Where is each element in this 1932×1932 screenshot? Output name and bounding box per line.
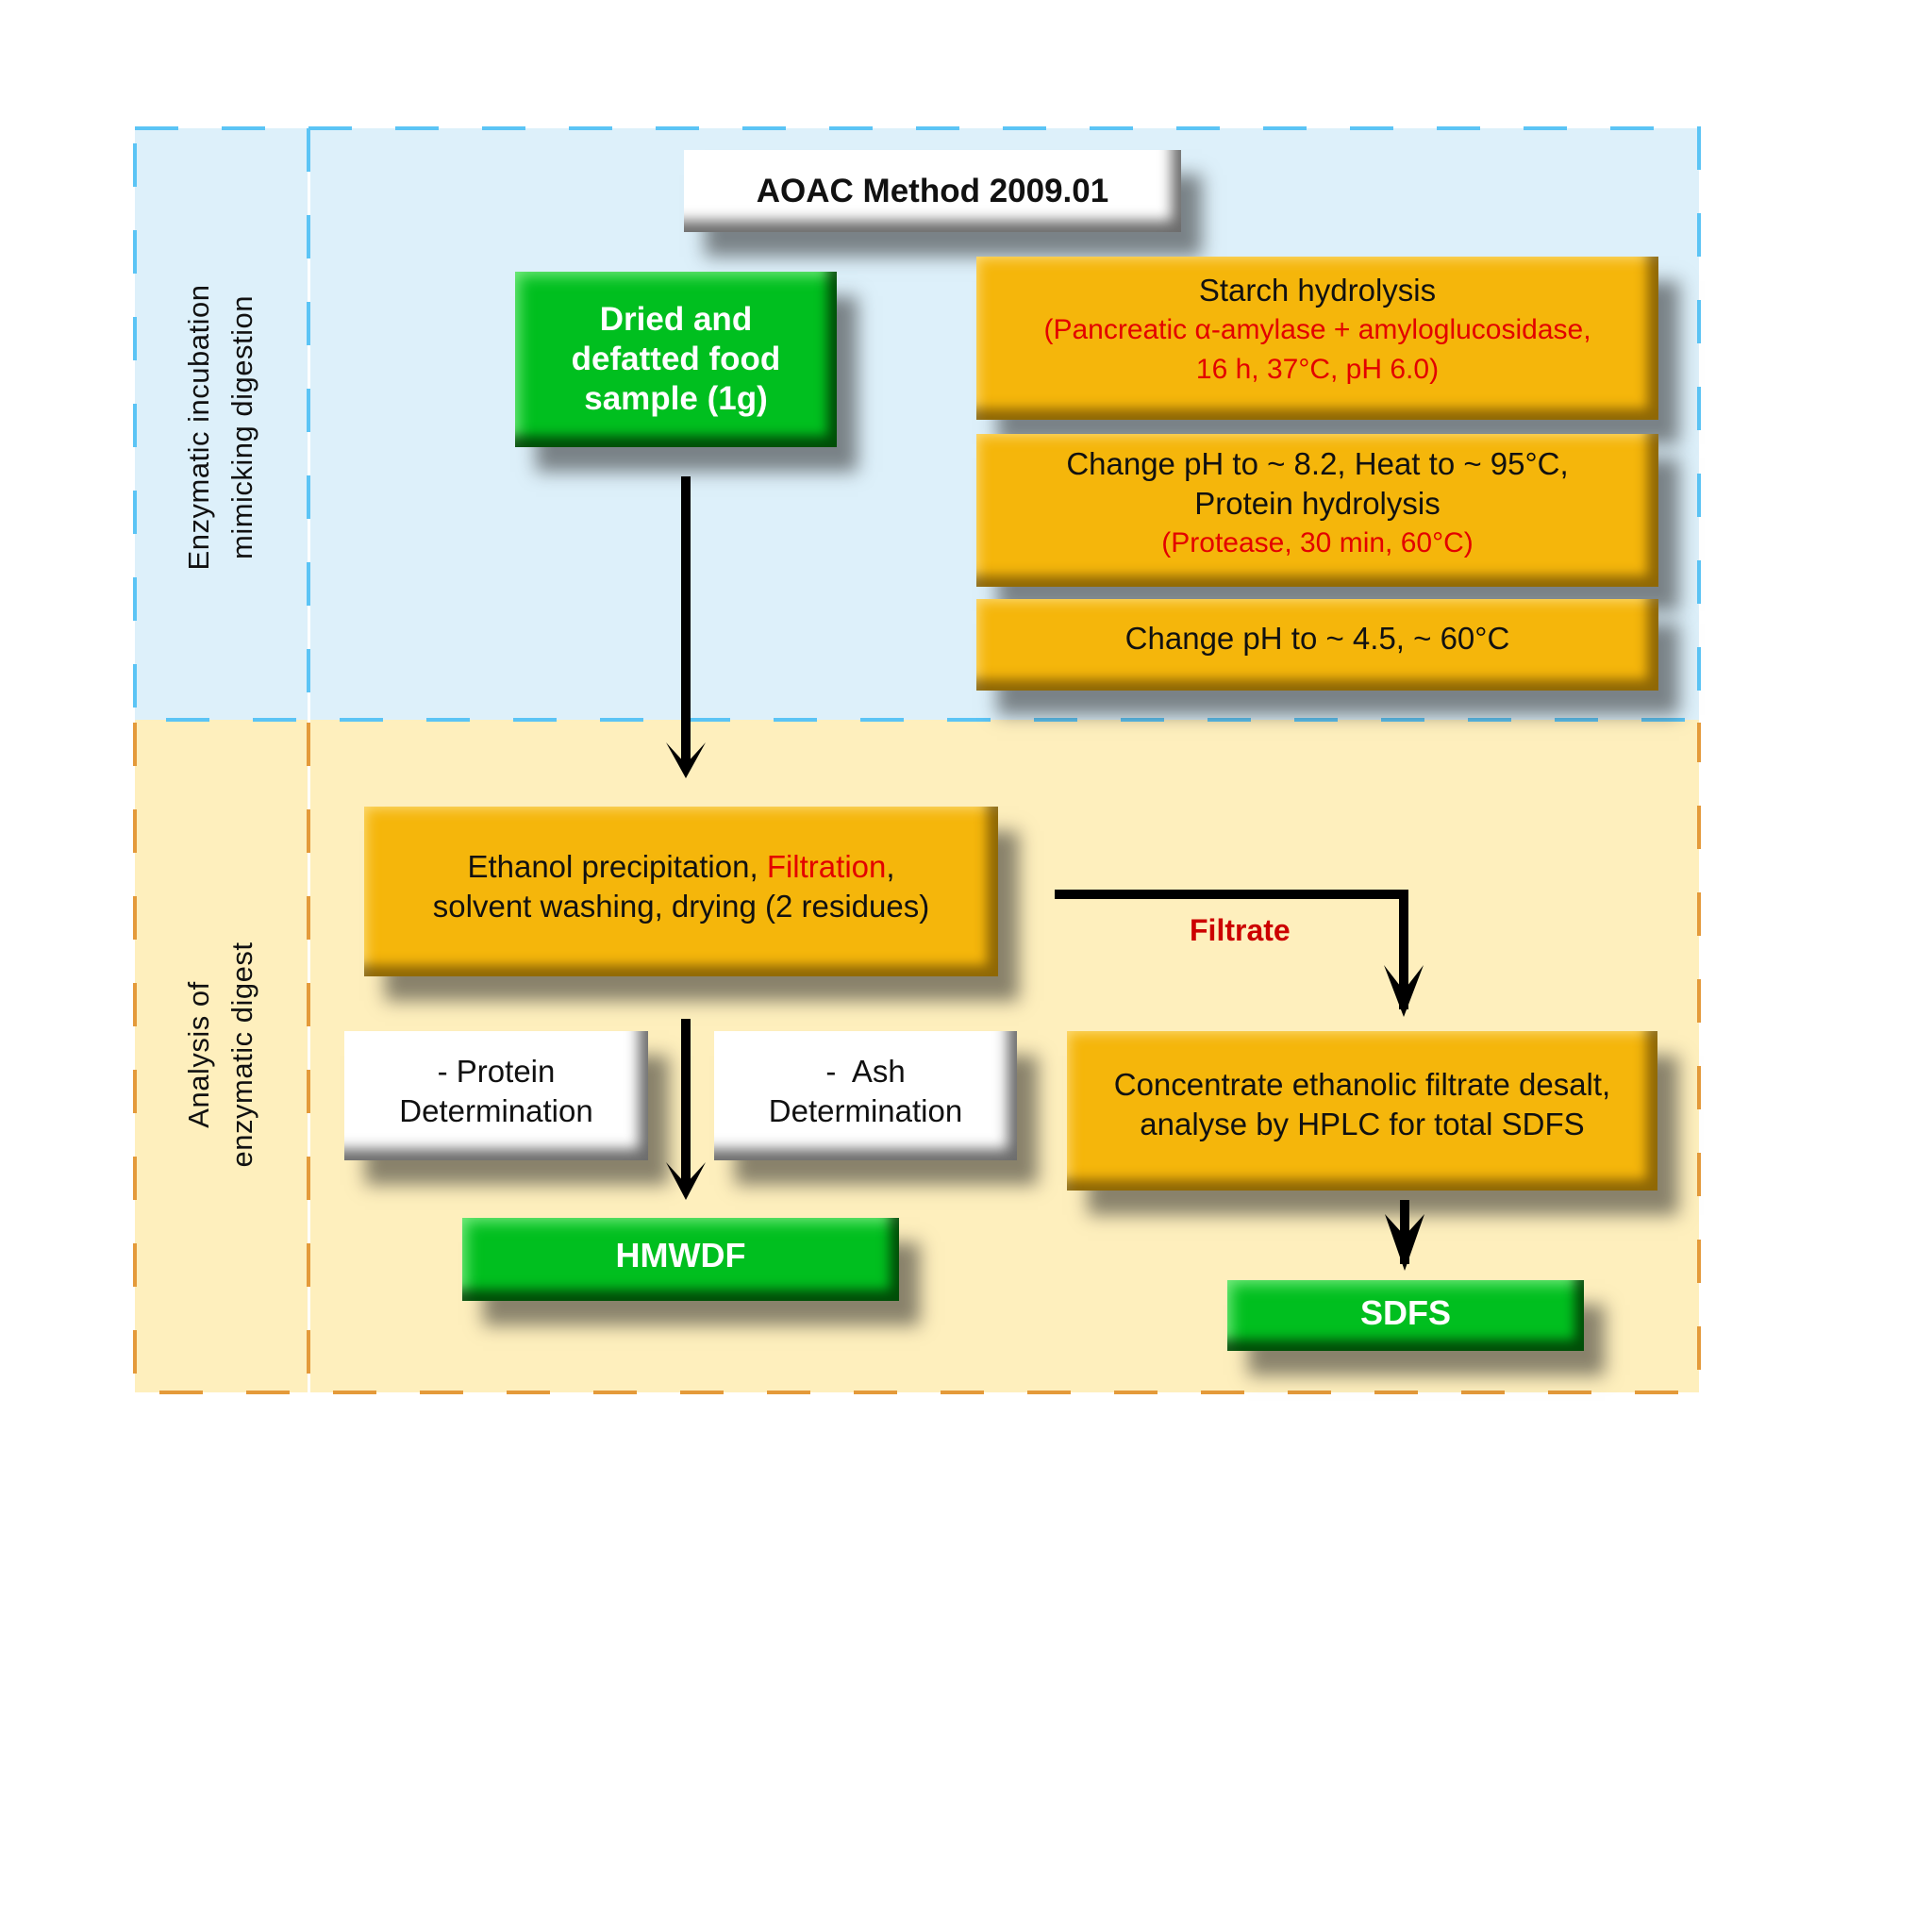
node-starch-hydrolysis: Starch hydrolysis (Pancreatic α-amylase … (976, 257, 1658, 420)
side-label-analysis: Analysis of enzymatic digest (175, 833, 266, 1276)
side-label-line: Analysis of (182, 981, 215, 1128)
side-label-line: Enzymatic incubation (182, 284, 215, 571)
label-column-divider (308, 128, 310, 1392)
node-protein-hydrolysis-detail: (Protease, 30 min, 60°C) (1161, 527, 1474, 558)
node-hmwdf-text: HMWDF (615, 1236, 746, 1274)
side-label-enzymatic: Enzymatic incubation mimicking digestion (175, 206, 266, 649)
node-ethanol-precipitation: Ethanol precipitation, Filtration, solve… (364, 807, 998, 976)
node-ethanol-filtration: Filtration (766, 849, 887, 884)
node-starch-detail: (Pancreatic α-amylase + amyloglucosidase… (1043, 313, 1591, 345)
side-label-line: enzymatic digest (225, 941, 258, 1168)
node-protein-hydrolysis-line: Change pH to ~ 8.2, Heat to ~ 95°C, (1066, 446, 1569, 481)
side-label-line: mimicking digestion (225, 295, 258, 559)
node-sdfs-text: SDFS (1359, 1292, 1451, 1332)
node-ash-determination-line: - Ash (825, 1053, 906, 1089)
node-sample-line: sample (1g) (584, 380, 768, 417)
node-protein-hydrolysis: Change pH to ~ 8.2, Heat to ~ 95°C, Prot… (976, 434, 1658, 587)
node-ash-determination-line: Determination (768, 1092, 963, 1128)
node-sample-line: defatted food (571, 341, 781, 377)
page-title: AOAC Method 2009.01 (756, 172, 1109, 209)
node-concentrate-line: Concentrate ethanolic filtrate desalt, (1113, 1066, 1611, 1102)
node-ph-change-text: Change pH to ~ 4.5, ~ 60°C (1124, 620, 1510, 656)
node-starch-title: Starch hydrolysis (1198, 272, 1437, 308)
node-sample-line: Dried and (599, 301, 753, 338)
node-ethanol-comma: , (886, 849, 895, 884)
node-sdfs: SDFS (1227, 1280, 1584, 1351)
edge-label-filtrate: Filtrate (1190, 913, 1291, 947)
node-ethanol-text: Ethanol precipitation, (467, 849, 767, 884)
node-protein-determination-line: - Protein (437, 1053, 556, 1089)
node-concentrate-line: analyse by HPLC for total SDFS (1140, 1106, 1585, 1141)
node-hmwdf: HMWDF (462, 1218, 899, 1301)
node-ethanol-text: solvent washing, drying (2 residues) (432, 889, 930, 924)
node-protein-determination-line: Determination (399, 1092, 593, 1128)
node-ph-change: Change pH to ~ 4.5, ~ 60°C (976, 599, 1658, 691)
node-ash-determination: - Ash Determination (714, 1031, 1017, 1160)
node-concentrate: Concentrate ethanolic filtrate desalt, a… (1067, 1031, 1657, 1191)
node-protein-determination: - Protein Determination (344, 1031, 648, 1160)
node-protein-hydrolysis-line: Protein hydrolysis (1194, 486, 1441, 521)
node-sample: Dried and defatted food sample (1g) (515, 272, 837, 447)
title-box: AOAC Method 2009.01 (684, 150, 1181, 232)
node-starch-detail: 16 h, 37°C, pH 6.0) (1195, 353, 1440, 385)
